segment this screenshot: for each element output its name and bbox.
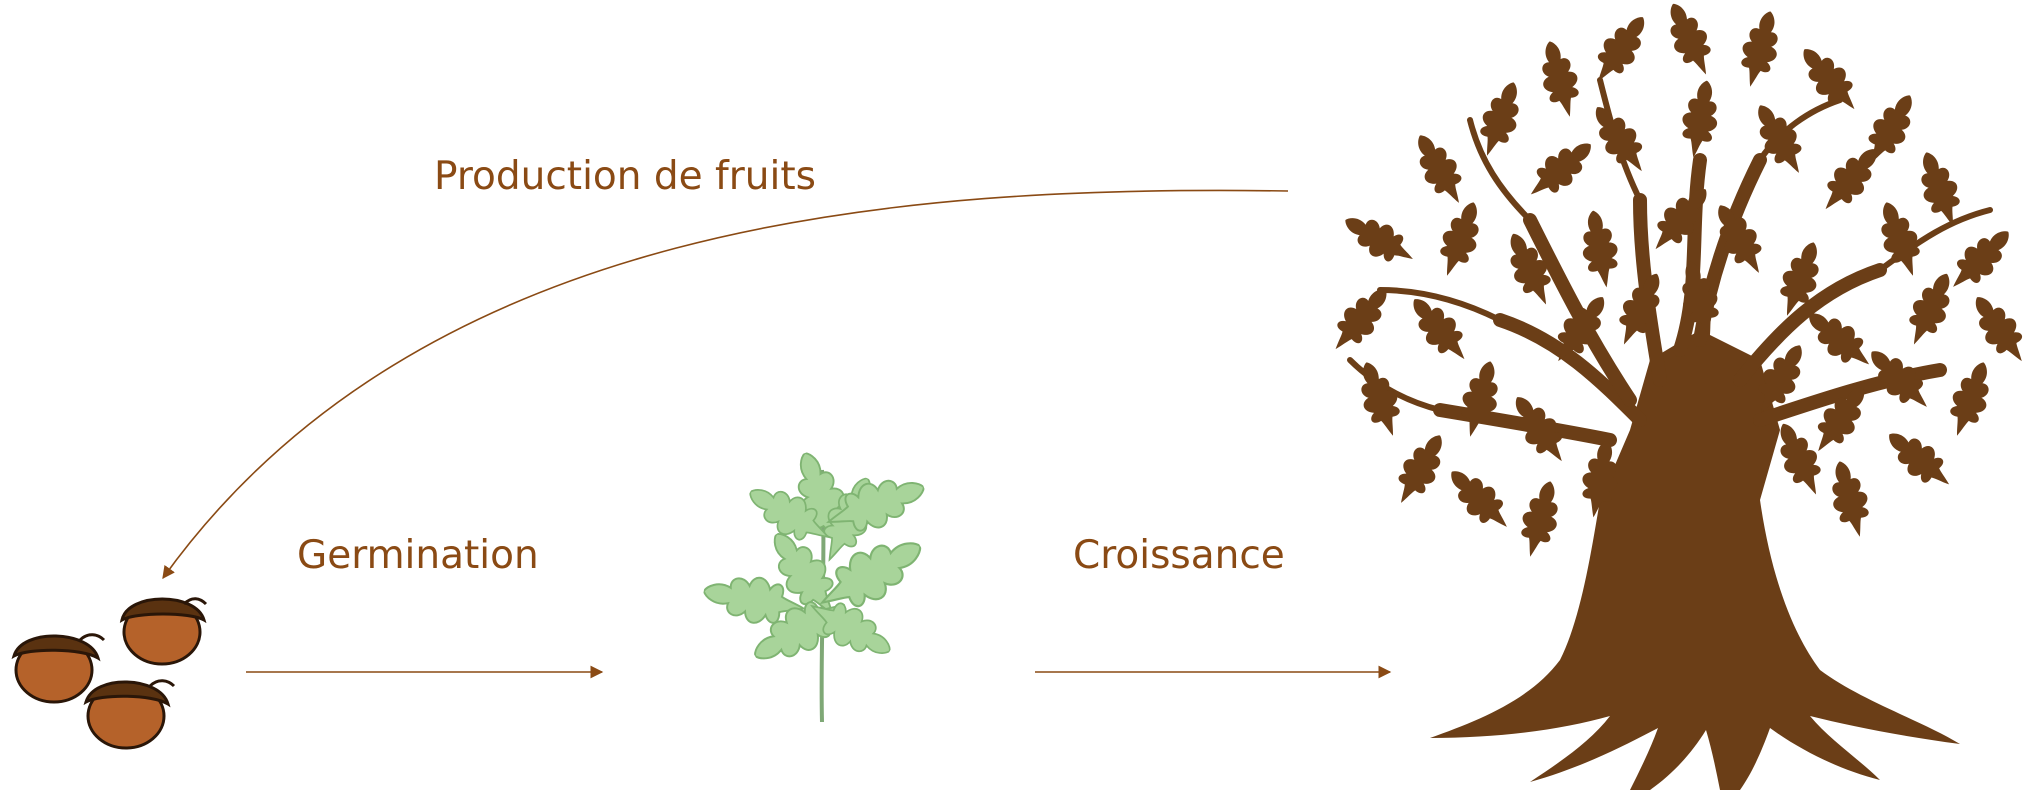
fruit-production-label: Production de fruits: [434, 157, 816, 196]
oak-tree-illustration: [1322, 0, 2034, 790]
acorn: [122, 599, 206, 664]
seedling-illustration: [700, 446, 933, 722]
growth-label: Croissance: [1073, 536, 1285, 575]
acorn: [86, 681, 174, 748]
germination-label: Germination: [297, 536, 539, 575]
fruit-production-arrow: [163, 190, 1288, 578]
acorns-illustration: [14, 599, 206, 748]
